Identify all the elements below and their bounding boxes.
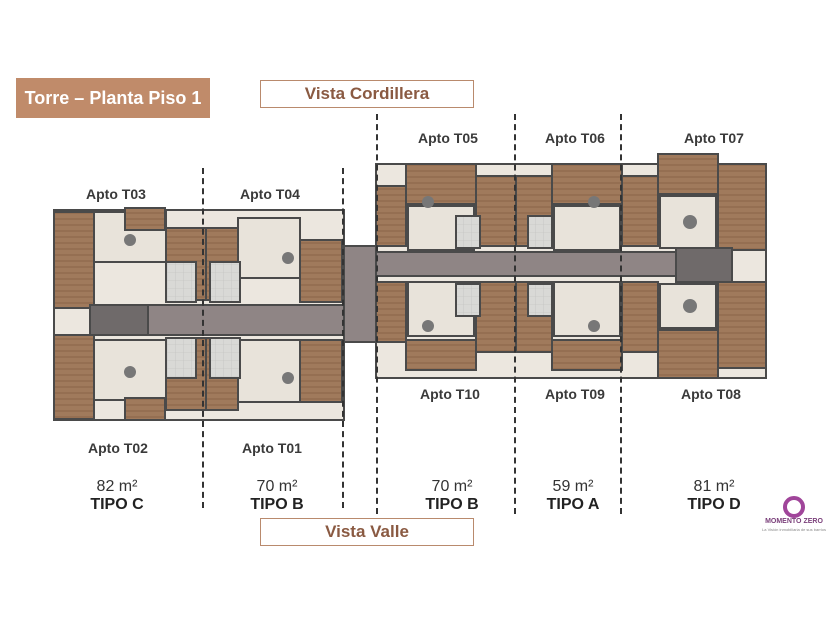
apt-label-t05: Apto T05	[418, 130, 478, 146]
brand-logo: MOMENTO ZERO La Visión inmobiliaria de s…	[756, 496, 836, 540]
view-label-top: Vista Cordillera	[260, 80, 474, 108]
right-block	[375, 153, 767, 379]
tipo-3: TIPO B	[425, 496, 479, 513]
view-label-bottom: Vista Valle	[260, 518, 474, 546]
divider-5	[620, 114, 622, 514]
divider-2	[342, 168, 344, 508]
apt-label-t03: Apto T03	[86, 186, 146, 202]
tipo-1: TIPO C	[90, 496, 144, 513]
apt-label-t02: Apto T02	[88, 440, 148, 456]
left-block	[53, 207, 345, 421]
divider-1	[202, 168, 204, 508]
divider-3	[376, 114, 378, 514]
apt-label-t04: Apto T04	[240, 186, 300, 202]
area-4: 59 m²	[552, 478, 594, 495]
area-1: 82 m²	[96, 478, 138, 495]
apt-label-t09: Apto T09	[545, 386, 605, 402]
logo-name: MOMENTO ZERO	[765, 518, 823, 525]
area-5: 81 m²	[693, 478, 735, 495]
apt-label-t10: Apto T10	[420, 386, 480, 402]
area-3: 70 m²	[431, 478, 473, 495]
tipo-5: TIPO D	[687, 496, 741, 513]
apt-label-t08: Apto T08	[681, 386, 741, 402]
page-title: Torre – Planta Piso 1	[16, 78, 210, 118]
tipo-2: TIPO B	[250, 496, 304, 513]
circle-logo-icon	[783, 496, 805, 518]
apt-label-t06: Apto T06	[545, 130, 605, 146]
divider-4	[514, 114, 516, 514]
apt-label-t01: Apto T01	[242, 440, 302, 456]
tipo-4: TIPO A	[546, 496, 600, 513]
logo-tagline: La Visión inmobiliaria de sus barrios	[762, 527, 826, 532]
area-2: 70 m²	[256, 478, 298, 495]
apt-label-t07: Apto T07	[684, 130, 744, 146]
